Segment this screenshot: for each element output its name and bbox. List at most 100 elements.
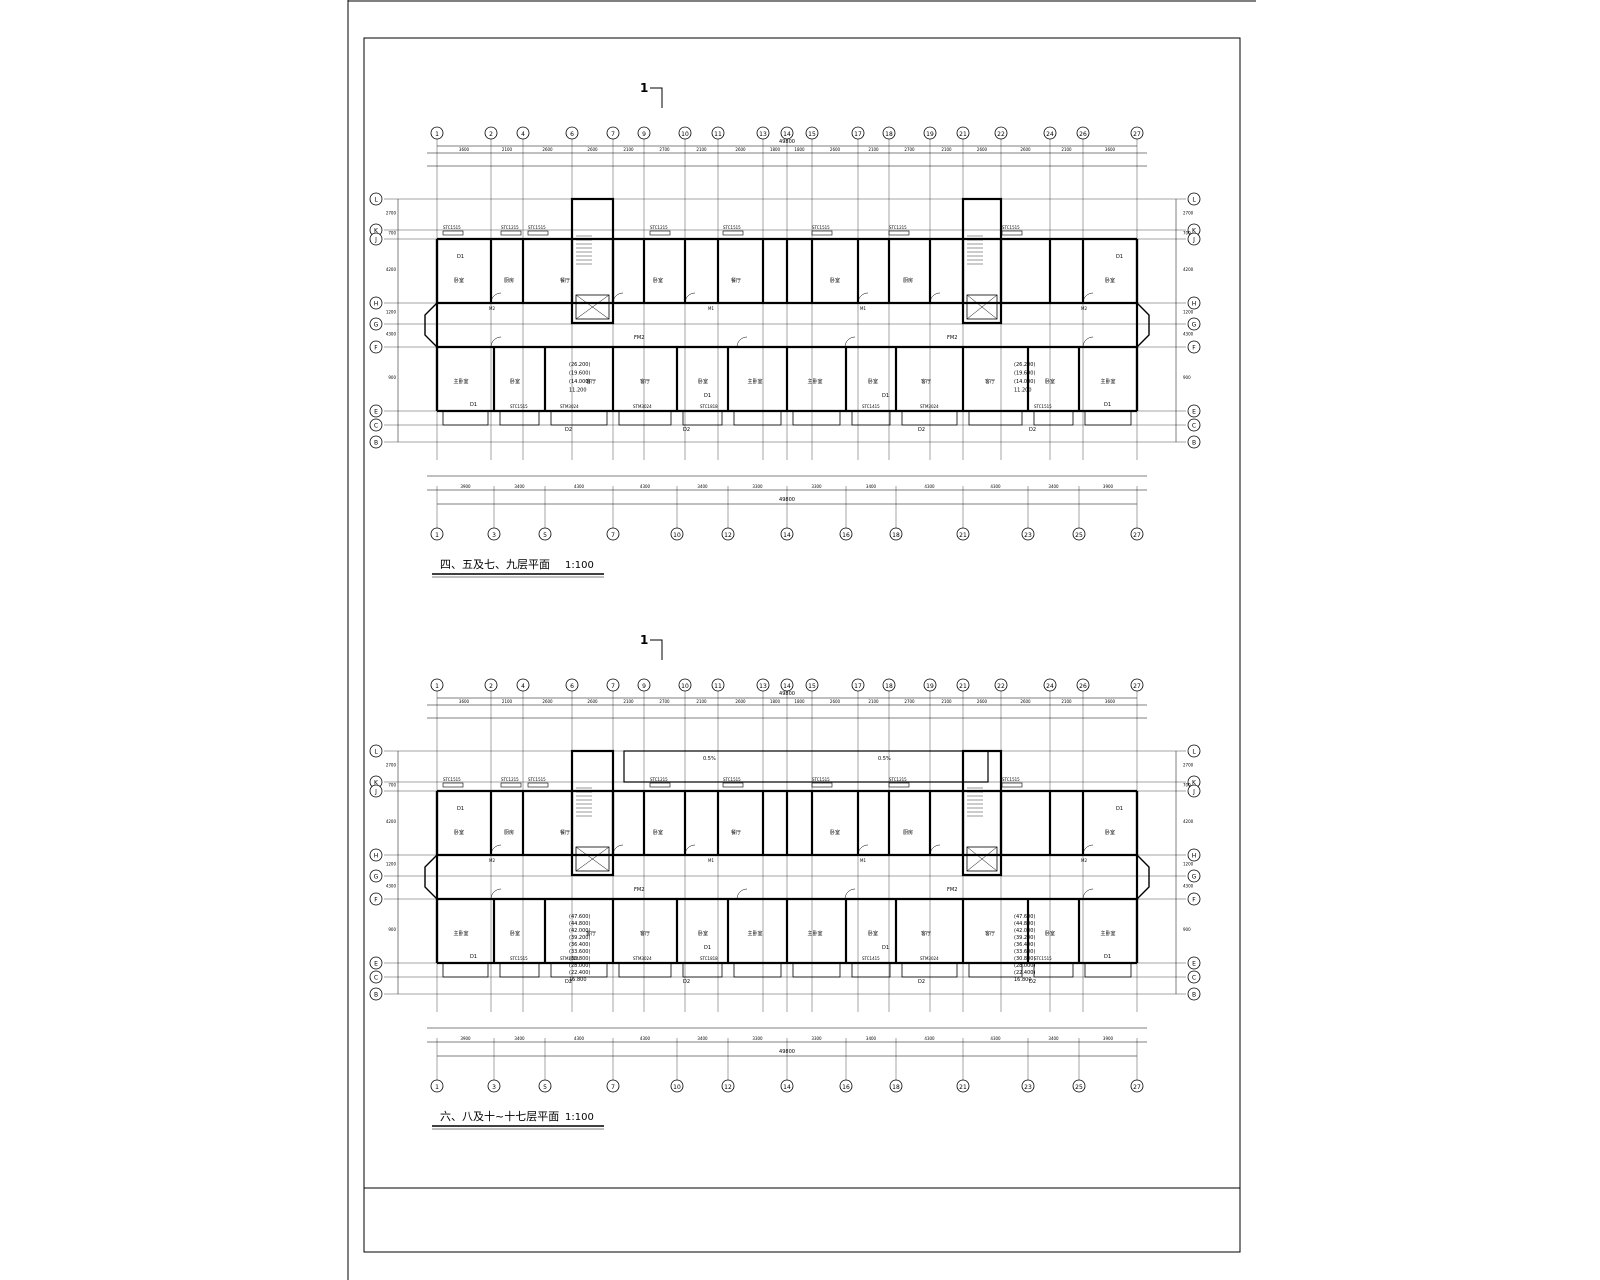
dim-value-top: 2600 — [735, 699, 746, 704]
dim-value-bottom: 4300 — [990, 484, 1001, 489]
row-dim-value: 4200 — [1183, 819, 1194, 824]
room-label: 客厅 — [640, 930, 650, 937]
row-axis-label: H — [1192, 853, 1197, 860]
axis-label-top: 22 — [997, 131, 1005, 138]
elevator-shaft — [966, 846, 998, 872]
row-axis-label: E — [1192, 409, 1196, 416]
axis-label-bottom: 14 — [783, 1084, 791, 1091]
row-bubble-right — [1187, 317, 1201, 331]
row-axis-label: E — [374, 409, 378, 416]
axis-label-top: 22 — [997, 683, 1005, 690]
dim-value-bottom: 4300 — [640, 484, 651, 489]
door-swing — [1082, 292, 1094, 304]
row-axis-label: F — [374, 897, 378, 904]
axis-label-top: 24 — [1046, 683, 1054, 690]
row-dim-value: 700 — [388, 783, 396, 788]
row-axis-label: B — [1192, 440, 1196, 447]
dim-value-bottom: 3400 — [1048, 1036, 1059, 1041]
room-label: 卧室 — [1105, 829, 1115, 836]
fire-door-tag: FM2 — [634, 335, 644, 341]
dim-value-bottom: 3900 — [460, 1036, 471, 1041]
window-tag-lower: STC1415 — [862, 956, 880, 961]
row-axis-label: F — [1192, 897, 1196, 904]
axis-label-bottom: 27 — [1133, 1084, 1141, 1091]
row-dim-value: 2700 — [1183, 211, 1194, 216]
window-symbol — [722, 782, 744, 788]
elevator-x — [966, 846, 998, 872]
row-bubble-right — [1187, 404, 1201, 418]
window-tag-lower: STM3024 — [920, 404, 939, 409]
axis-label-bottom: 5 — [543, 1084, 547, 1091]
row-axis-label: C — [1192, 423, 1196, 430]
door-tag: D1 — [1116, 806, 1123, 812]
room-label: 主卧室 — [747, 930, 762, 937]
row-axis-label: K — [1192, 228, 1197, 235]
axis-label-bottom: 1 — [435, 1084, 439, 1091]
axis-label-bottom: 3 — [492, 1084, 496, 1091]
elevation-note: (30.800) — [1014, 956, 1035, 962]
door-swing — [929, 844, 941, 856]
elevation-note: (44.800) — [1014, 921, 1035, 927]
door-tag: D1 — [470, 402, 477, 408]
door-tag: M1 — [708, 306, 714, 311]
elevation-note: 11.200 — [569, 388, 587, 394]
window-symbol — [722, 230, 744, 236]
window-tag: STC1515 — [528, 777, 546, 782]
row-bubble-right — [1187, 296, 1201, 310]
row-bubble-right — [1187, 340, 1201, 354]
row-dim-value: 2700 — [386, 763, 397, 768]
row-bubble-right — [1187, 848, 1201, 862]
room-label: 厨房 — [903, 277, 913, 284]
elevator-shaft — [575, 846, 610, 872]
row-dim-value: 700 — [1183, 783, 1191, 788]
door-tag: M1 — [860, 858, 866, 863]
section-mark-line — [650, 87, 663, 108]
room-label: 卧室 — [868, 378, 878, 385]
sheet-frame — [347, 0, 1256, 1280]
section-mark-label: 1 — [640, 81, 648, 95]
elevation-note: (28.000) — [1014, 963, 1035, 969]
window-symbol — [442, 230, 464, 236]
axis-label-bottom: 10 — [673, 532, 681, 539]
balcony — [618, 962, 672, 978]
row-dim-value: 2700 — [386, 211, 397, 216]
axis-label-bottom: 7 — [611, 532, 615, 539]
row-bubble-left — [369, 404, 383, 418]
axis-label-top: 26 — [1079, 683, 1087, 690]
row-dim-value: 900 — [1183, 927, 1191, 932]
elevation-note: (44.800) — [569, 921, 590, 927]
elevation-note: (14.000) — [569, 379, 590, 385]
balcony — [1084, 410, 1132, 426]
door-tag: D1 — [457, 806, 464, 812]
door-tag: D1 — [457, 254, 464, 260]
row-axis-label: L — [1192, 197, 1196, 204]
row-axis-label: B — [374, 440, 378, 447]
axis-label-bottom: 16 — [842, 532, 850, 539]
window-symbol — [811, 782, 833, 788]
window-tag: STC1215 — [650, 225, 668, 230]
room-label: 客厅 — [640, 378, 650, 385]
door-tag: D1 — [1116, 254, 1123, 260]
dim-value-top: 2100 — [623, 147, 634, 152]
row-bubble-left — [369, 232, 383, 246]
dim-value-bottom: 3300 — [811, 1036, 822, 1041]
elevation-note: (26.200) — [1014, 362, 1035, 368]
axis-label-top: 21 — [959, 131, 967, 138]
door-tag: D2 — [565, 979, 572, 985]
door-swing — [612, 292, 624, 304]
balcony — [499, 962, 540, 978]
window-tag: STC1515 — [1002, 777, 1020, 782]
room-label: 卧室 — [454, 277, 464, 284]
balcony — [442, 410, 489, 426]
row-bubble-left — [369, 296, 383, 310]
door-swing — [929, 292, 941, 304]
dim-value-top: 1800 — [794, 147, 805, 152]
room-label: 主卧室 — [1100, 930, 1115, 937]
window-tag: STC1215 — [650, 777, 668, 782]
door-swing — [736, 336, 748, 348]
axis-label-bottom: 10 — [673, 1084, 681, 1091]
room-label: 卧室 — [510, 930, 520, 937]
room-label: 主卧室 — [453, 378, 468, 385]
window-symbol — [1001, 230, 1023, 236]
